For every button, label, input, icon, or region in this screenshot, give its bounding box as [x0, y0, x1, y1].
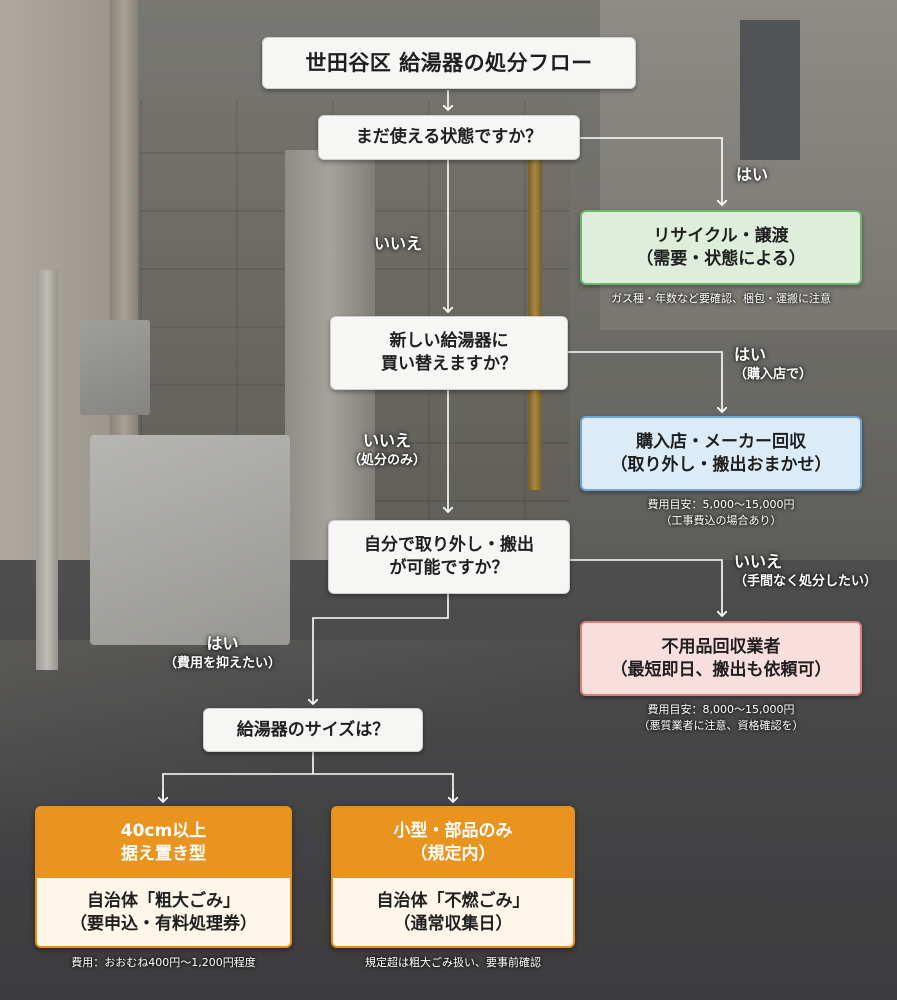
edge-label-q3-no-sub: （手間なく処分したい）	[734, 574, 878, 590]
edge-label-q1-no-text: いいえ	[374, 234, 423, 253]
outcome-small-body: 自治体「不燃ごみ」 （通常収集日）	[333, 878, 573, 946]
outcome-large-head1: 40cm以上	[120, 821, 207, 842]
question-replace-line1: 新しい給湯器に	[389, 331, 509, 352]
edge-label-q3-no: いいえ （手間なく処分したい）	[734, 551, 877, 592]
question-self-removal: 自分で取り外し・搬出 が可能ですか？	[328, 520, 570, 594]
outcome-small-header: 小型・部品のみ （規定内）	[333, 808, 573, 878]
outcome-large-note: 費用：おおむね400円〜1,200円程度	[35, 955, 292, 971]
outcome-vendor-note1: 費用目安：8,000〜15,000円	[647, 703, 795, 716]
outcome-noncombustible-garbage: 小型・部品のみ （規定内） 自治体「不燃ごみ」 （通常収集日）	[331, 806, 575, 948]
outcome-store-pickup: 購入店・メーカー回収 （取り外し・搬出おまかせ）	[580, 416, 862, 491]
outcome-large-note-text: 費用：おおむね400円〜1,200円程度	[71, 956, 256, 969]
outcome-store-line1: 購入店・メーカー回収	[636, 431, 806, 452]
question-usable-text: まだ使える状態ですか？	[355, 127, 543, 148]
edge-label-q1-yes-text: はい	[736, 165, 769, 184]
edge-label-q2-no: いいえ （処分のみ）	[348, 430, 426, 471]
outcome-large-body: 自治体「粗大ごみ」 （要申込・有料処理券）	[37, 878, 290, 946]
question-replace-line2: 買い替えますか？	[381, 354, 517, 374]
edge-label-q1-yes: はい	[736, 164, 768, 186]
outcome-small-head2: （規定内）	[410, 844, 496, 864]
outcome-small-note: 規定超は粗大ごみ扱い、要事前確認	[331, 955, 575, 971]
outcome-small-body2: （通常収集日）	[393, 914, 513, 934]
edge-label-q2-no-sub: （処分のみ）	[348, 453, 427, 469]
edge-label-q3-no-text: いいえ	[734, 552, 783, 571]
outcome-large-body2: （要申込・有料処理券）	[70, 914, 257, 934]
question-self-removal-line2: が可能ですか？	[389, 558, 509, 578]
question-size: 給湯器のサイズは？	[203, 708, 423, 752]
outcome-oversized-garbage: 40cm以上 据え置き型 自治体「粗大ごみ」 （要申込・有料処理券）	[35, 806, 292, 948]
edge-label-q1-no: いいえ	[374, 233, 422, 255]
outcome-junk-vendor: 不用品回収業者 （最短即日、搬出も依頼可）	[580, 621, 862, 696]
outcome-small-head1: 小型・部品のみ	[393, 821, 513, 842]
outcome-small-body1: 自治体「不燃ごみ」	[376, 891, 530, 912]
outcome-vendor-line2: （最短即日、搬出も依頼可）	[610, 659, 832, 680]
outcome-small-note-text: 規定超は粗大ごみ扱い、要事前確認	[365, 956, 541, 969]
outcome-recycle-note: ガス種・年数など要確認、梱包・運搬に注意	[585, 291, 857, 307]
edge-label-q2-no-text: いいえ	[363, 431, 412, 450]
outcome-store-note2: （工事費込の場合あり）	[660, 513, 782, 527]
outcome-store-line2: （取り外し・搬出おまかせ）	[610, 454, 832, 475]
outcome-store-note: 費用目安：5,000〜15,000円 （工事費込の場合あり）	[585, 497, 857, 529]
outcome-recycle-line2: （需要・状態による）	[636, 248, 806, 269]
outcome-vendor-note2: （悪質業者に注意、資格確認を）	[638, 718, 804, 732]
outcome-vendor-note: 費用目安：8,000〜15,000円 （悪質業者に注意、資格確認を）	[585, 702, 857, 734]
outcome-recycle-line1: リサイクル・譲渡	[653, 225, 789, 246]
edge-label-q3-yes-sub: （費用を抑えたい）	[164, 656, 282, 672]
outcome-large-head2: 据え置き型	[121, 844, 206, 864]
edge-label-q2-yes: はい （購入店で）	[734, 344, 812, 385]
outcome-store-note1: 費用目安：5,000〜15,000円	[647, 498, 795, 511]
question-size-text: 給湯器のサイズは？	[236, 719, 390, 740]
outcome-large-body1: 自治体「粗大ごみ」	[87, 891, 240, 912]
flow-title-text: 世田谷区 給湯器の処分フロー	[305, 50, 593, 75]
edge-label-q2-yes-text: はい	[734, 345, 767, 364]
edge-label-q3-yes-text: はい	[206, 634, 239, 653]
question-replace: 新しい給湯器に 買い替えますか？	[330, 316, 568, 390]
outcome-recycle: リサイクル・譲渡 （需要・状態による）	[580, 210, 862, 285]
outcome-recycle-note-text: ガス種・年数など要確認、梱包・運搬に注意	[611, 292, 831, 305]
outcome-large-header: 40cm以上 据え置き型	[37, 808, 290, 878]
edge-label-q3-yes: はい （費用を抑えたい）	[164, 633, 281, 674]
edge-label-q2-yes-sub: （購入店で）	[734, 367, 813, 383]
outcome-vendor-line1: 不用品回収業者	[661, 636, 781, 657]
flow-title: 世田谷区 給湯器の処分フロー	[262, 37, 636, 89]
question-self-removal-line1: 自分で取り外し・搬出	[364, 535, 534, 556]
question-usable: まだ使える状態ですか？	[318, 115, 580, 160]
